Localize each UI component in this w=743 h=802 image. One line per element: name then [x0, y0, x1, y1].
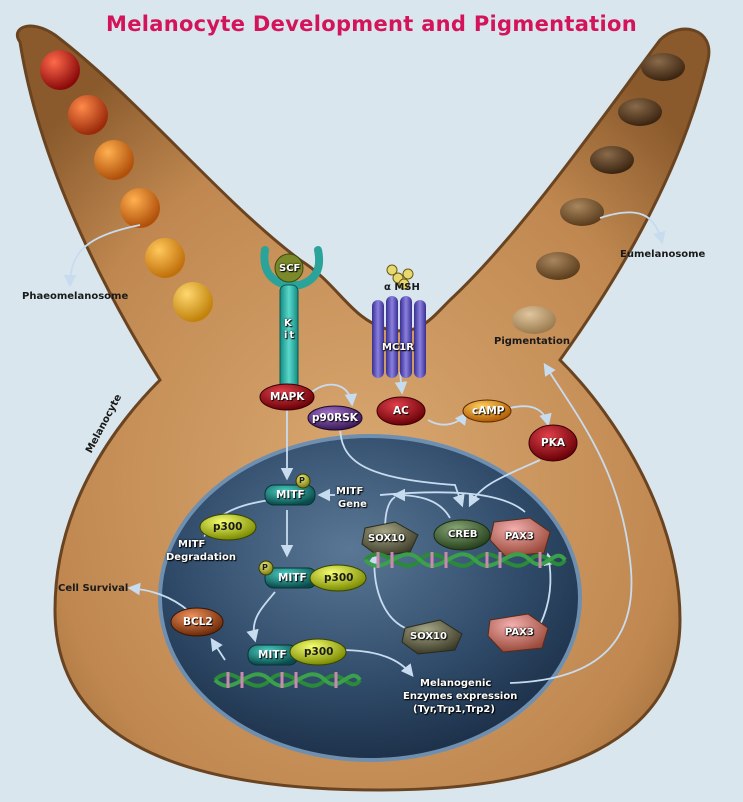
- p90rsk-label: p90RSK: [312, 412, 358, 424]
- mitf-p300-complex-middle: [258, 560, 367, 592]
- mitf-node-upper: [264, 473, 316, 506]
- dna-helix-lower: [213, 672, 362, 688]
- mc1r-receptor: [372, 264, 426, 378]
- phaeomelanosome-granules: [40, 50, 213, 322]
- mitf-degradation-label-line2: Degradation: [166, 552, 237, 563]
- eumelanosome-granule: [618, 98, 662, 126]
- arrow-phaeomelanosome: [63, 224, 141, 288]
- pathway-arrows: [63, 211, 666, 684]
- pigmentation-label: Pigmentation: [494, 336, 570, 347]
- creb-node: [433, 519, 491, 551]
- diagram-title: Melanocyte Development and Pigmentation: [106, 12, 637, 36]
- mitf-gene-label-line2: Gene: [338, 499, 367, 510]
- phaeomelanosome-granule: [94, 140, 134, 180]
- pka-node: [528, 424, 578, 462]
- sox10-label-lower: SOX10: [410, 631, 447, 642]
- sox10-node-lower: [401, 619, 463, 655]
- p300-label-middle: p300: [324, 572, 354, 584]
- arrow-creb-mitf-gene: [392, 488, 451, 519]
- arrow-sox10-loop: [367, 552, 411, 631]
- cell-survival-label: Cell Survival: [58, 583, 129, 594]
- melanogenic-label-line2: Enzymes expression: [403, 691, 518, 702]
- eumelanosome-granules: [512, 53, 685, 334]
- dna-helix-upper: [363, 552, 567, 568]
- arrow-ac-camp: [427, 411, 468, 426]
- arrow-complex-dna: [246, 591, 276, 643]
- eumelanosome-label: Eumelanosome: [620, 249, 706, 260]
- eumelanosome-granule: [590, 146, 634, 174]
- sox10-node-upper: [361, 521, 419, 557]
- arrow-pax3-mitf-gene: [379, 491, 526, 513]
- alpha-msh-label: α MSH: [384, 282, 420, 293]
- sox10-label-upper: SOX10: [368, 533, 405, 544]
- phosphate-label-middle: P: [262, 563, 268, 572]
- bcl2-node: [170, 607, 224, 637]
- arrow-complex-melanogenic: [339, 649, 414, 677]
- arrow-mapk-p90rsk: [311, 383, 358, 407]
- mitf-degradation-label-line1: MITF: [178, 539, 206, 550]
- kit-receptor: [260, 246, 323, 391]
- phosphate-label-upper: P: [299, 476, 305, 485]
- eumelanosome-granule: [560, 198, 604, 226]
- melanogenic-label-line3: (Tyr,Trp1,Trp2): [413, 704, 495, 715]
- p90rsk-node: [307, 405, 363, 431]
- scf-label: SCF: [279, 263, 301, 274]
- mc1r-label: MC1R: [382, 342, 414, 353]
- pax3-node-upper: [489, 517, 551, 557]
- phaeomelanosome-granule: [68, 95, 108, 135]
- melanogenic-label-line1: Melanogenic: [420, 678, 492, 689]
- camp-node: [462, 399, 512, 423]
- eumelanosome-granule: [536, 252, 580, 280]
- pax3-label-lower: PAX3: [505, 627, 534, 638]
- mitf-label-lower: MITF: [258, 649, 287, 661]
- eumelanosome-granule: [641, 53, 685, 81]
- arrow-pka-creb: [468, 459, 541, 508]
- arrow-camp-pka: [509, 405, 552, 427]
- mitf-label-middle: MITF: [278, 572, 307, 584]
- arrow-mc1r-ac: [394, 371, 408, 395]
- phaeomelanosome-label: Phaeomelanosome: [22, 291, 129, 302]
- p300-node-upper: [199, 513, 257, 541]
- arrow-melanogenic-pigmentation: [509, 362, 633, 684]
- kit-label: Kit: [284, 318, 297, 341]
- mitf-p300-complex-lower: [247, 638, 347, 666]
- ac-label: AC: [393, 405, 409, 417]
- phaeomelanosome-granule: [120, 188, 160, 228]
- phaeomelanosome-granule: [173, 282, 213, 322]
- camp-label: cAMP: [472, 405, 505, 417]
- creb-label: CREB: [448, 529, 478, 540]
- ac-node: [376, 396, 426, 426]
- phaeomelanosome-granule: [145, 238, 185, 278]
- mapk-node: [259, 383, 315, 411]
- p300-label-upper: p300: [213, 521, 243, 533]
- arrow-bcl2-survival: [127, 582, 191, 613]
- pax3-node-lower: [487, 613, 549, 653]
- pka-label: PKA: [541, 437, 565, 449]
- bcl2-label: BCL2: [183, 616, 213, 628]
- nucleus: [158, 434, 582, 762]
- mapk-label: MAPK: [270, 391, 305, 403]
- arrow-p90rsk-creb: [339, 424, 465, 508]
- eumelanosome-granule: [512, 306, 556, 334]
- arrow-eumelanosome: [599, 211, 666, 245]
- pax3-label-upper: PAX3: [505, 531, 534, 542]
- arrow-dna-bcl2: [210, 637, 226, 661]
- phaeomelanosome-granule: [40, 50, 80, 90]
- p300-label-lower: p300: [304, 646, 334, 658]
- mitf-gene-label-line1: MITF: [336, 486, 364, 497]
- mitf-label-upper: MITF: [276, 489, 305, 501]
